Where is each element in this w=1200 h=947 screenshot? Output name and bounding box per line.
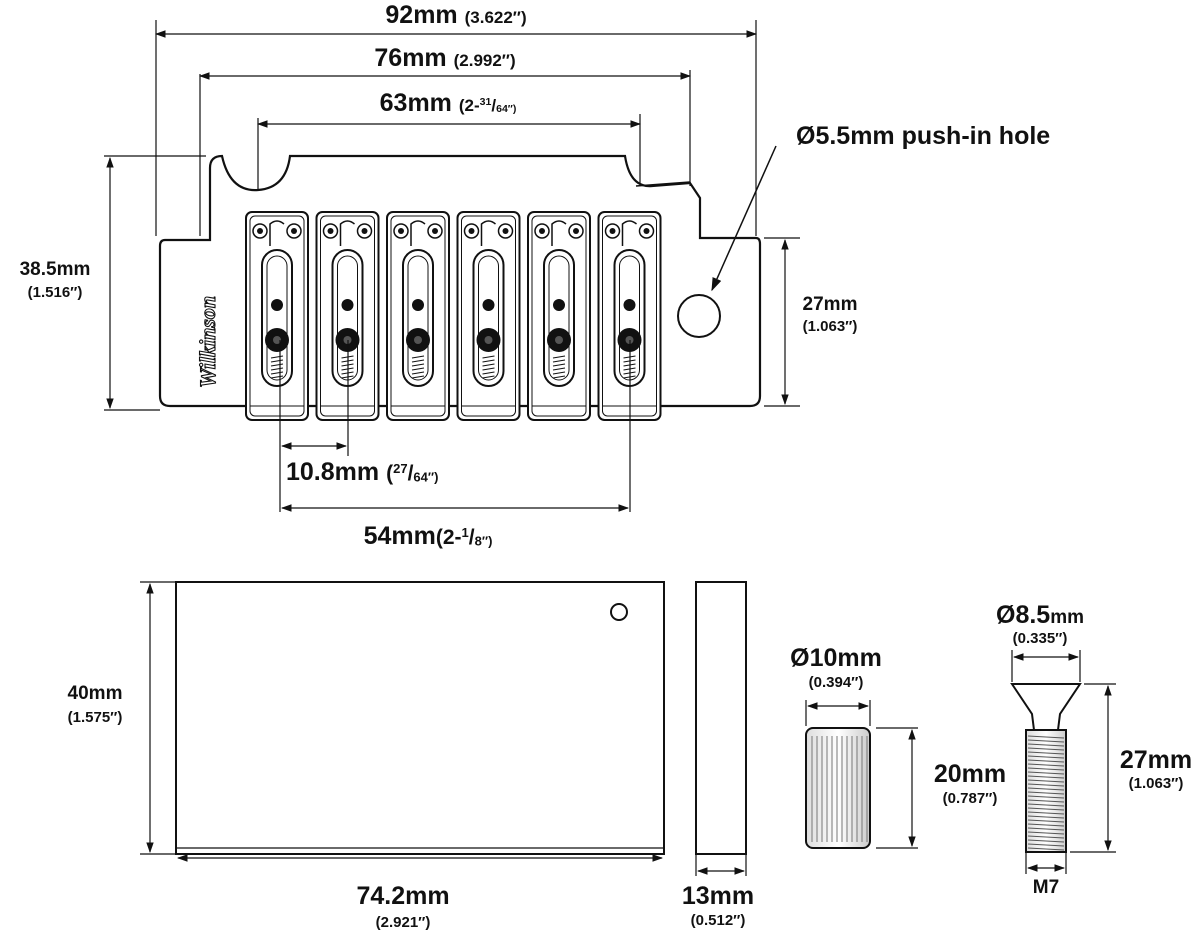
tremolo-block [175,581,747,855]
label-63mm: 63mm (2-31/64″) [379,89,517,117]
label-push-in-hole: Ø5.5mm push-in hole [796,122,1051,150]
label-0-787in: (0.787″) [942,790,998,807]
block-front [175,581,665,855]
label-27mm-screw: 27mm [1119,746,1193,774]
label-76mm: 76mm (2.992″) [374,44,516,72]
label-0-335in: (0.335″) [1012,630,1068,647]
label-92mm: 92mm (3.622″) [385,1,527,29]
saddle [245,211,309,421]
label-27mm-wing: 27mm [802,294,858,315]
bridge-tail-ledge [635,181,691,187]
saddle-group [245,211,662,421]
bridge-outline [158,154,762,408]
wilkinson-logo: Wilkinson [195,296,220,388]
label-10-8mm: 10.8mm (27/64″) [286,458,439,486]
label-74-2mm: 74.2mm [356,882,450,910]
label-m7: M7 [1032,877,1060,898]
saddle [386,211,450,421]
mounting-screw [1010,683,1082,853]
ferrule-dimension-lines [805,700,918,849]
block-side [695,581,747,855]
block-hole [610,603,628,621]
bridge-plate [158,154,762,408]
saddle [527,211,591,421]
label-38-5mm: 38.5mm [19,259,91,280]
ferrule [805,727,871,849]
label-10mm: Ø10mm [790,644,882,672]
label-1-063in-screw: (1.063″) [1128,775,1184,792]
push-in-hole [677,294,721,338]
label-20mm: 20mm [933,760,1007,788]
screw-dimension-lines [1011,650,1116,874]
label-8-5mm: Ø8.5mm [996,601,1084,629]
label-1-516in: (1.516″) [27,284,83,301]
label-1-063in-wing: (1.063″) [802,318,858,335]
saddle [456,211,521,421]
label-0-394in: (0.394″) [808,674,864,691]
label-0-512in: (0.512″) [690,912,746,929]
label-2-921in: (2.921″) [375,914,431,931]
label-13mm: 13mm [681,882,755,910]
label-40mm: 40mm [67,683,123,704]
bridge-dimension-lines [104,20,800,512]
push-in-hole-leader [711,145,777,292]
label-1-575in: (1.575″) [67,709,123,726]
label-54mm: 54mm(2-1/8″) [363,522,493,550]
block-dimension-lines [140,581,747,876]
